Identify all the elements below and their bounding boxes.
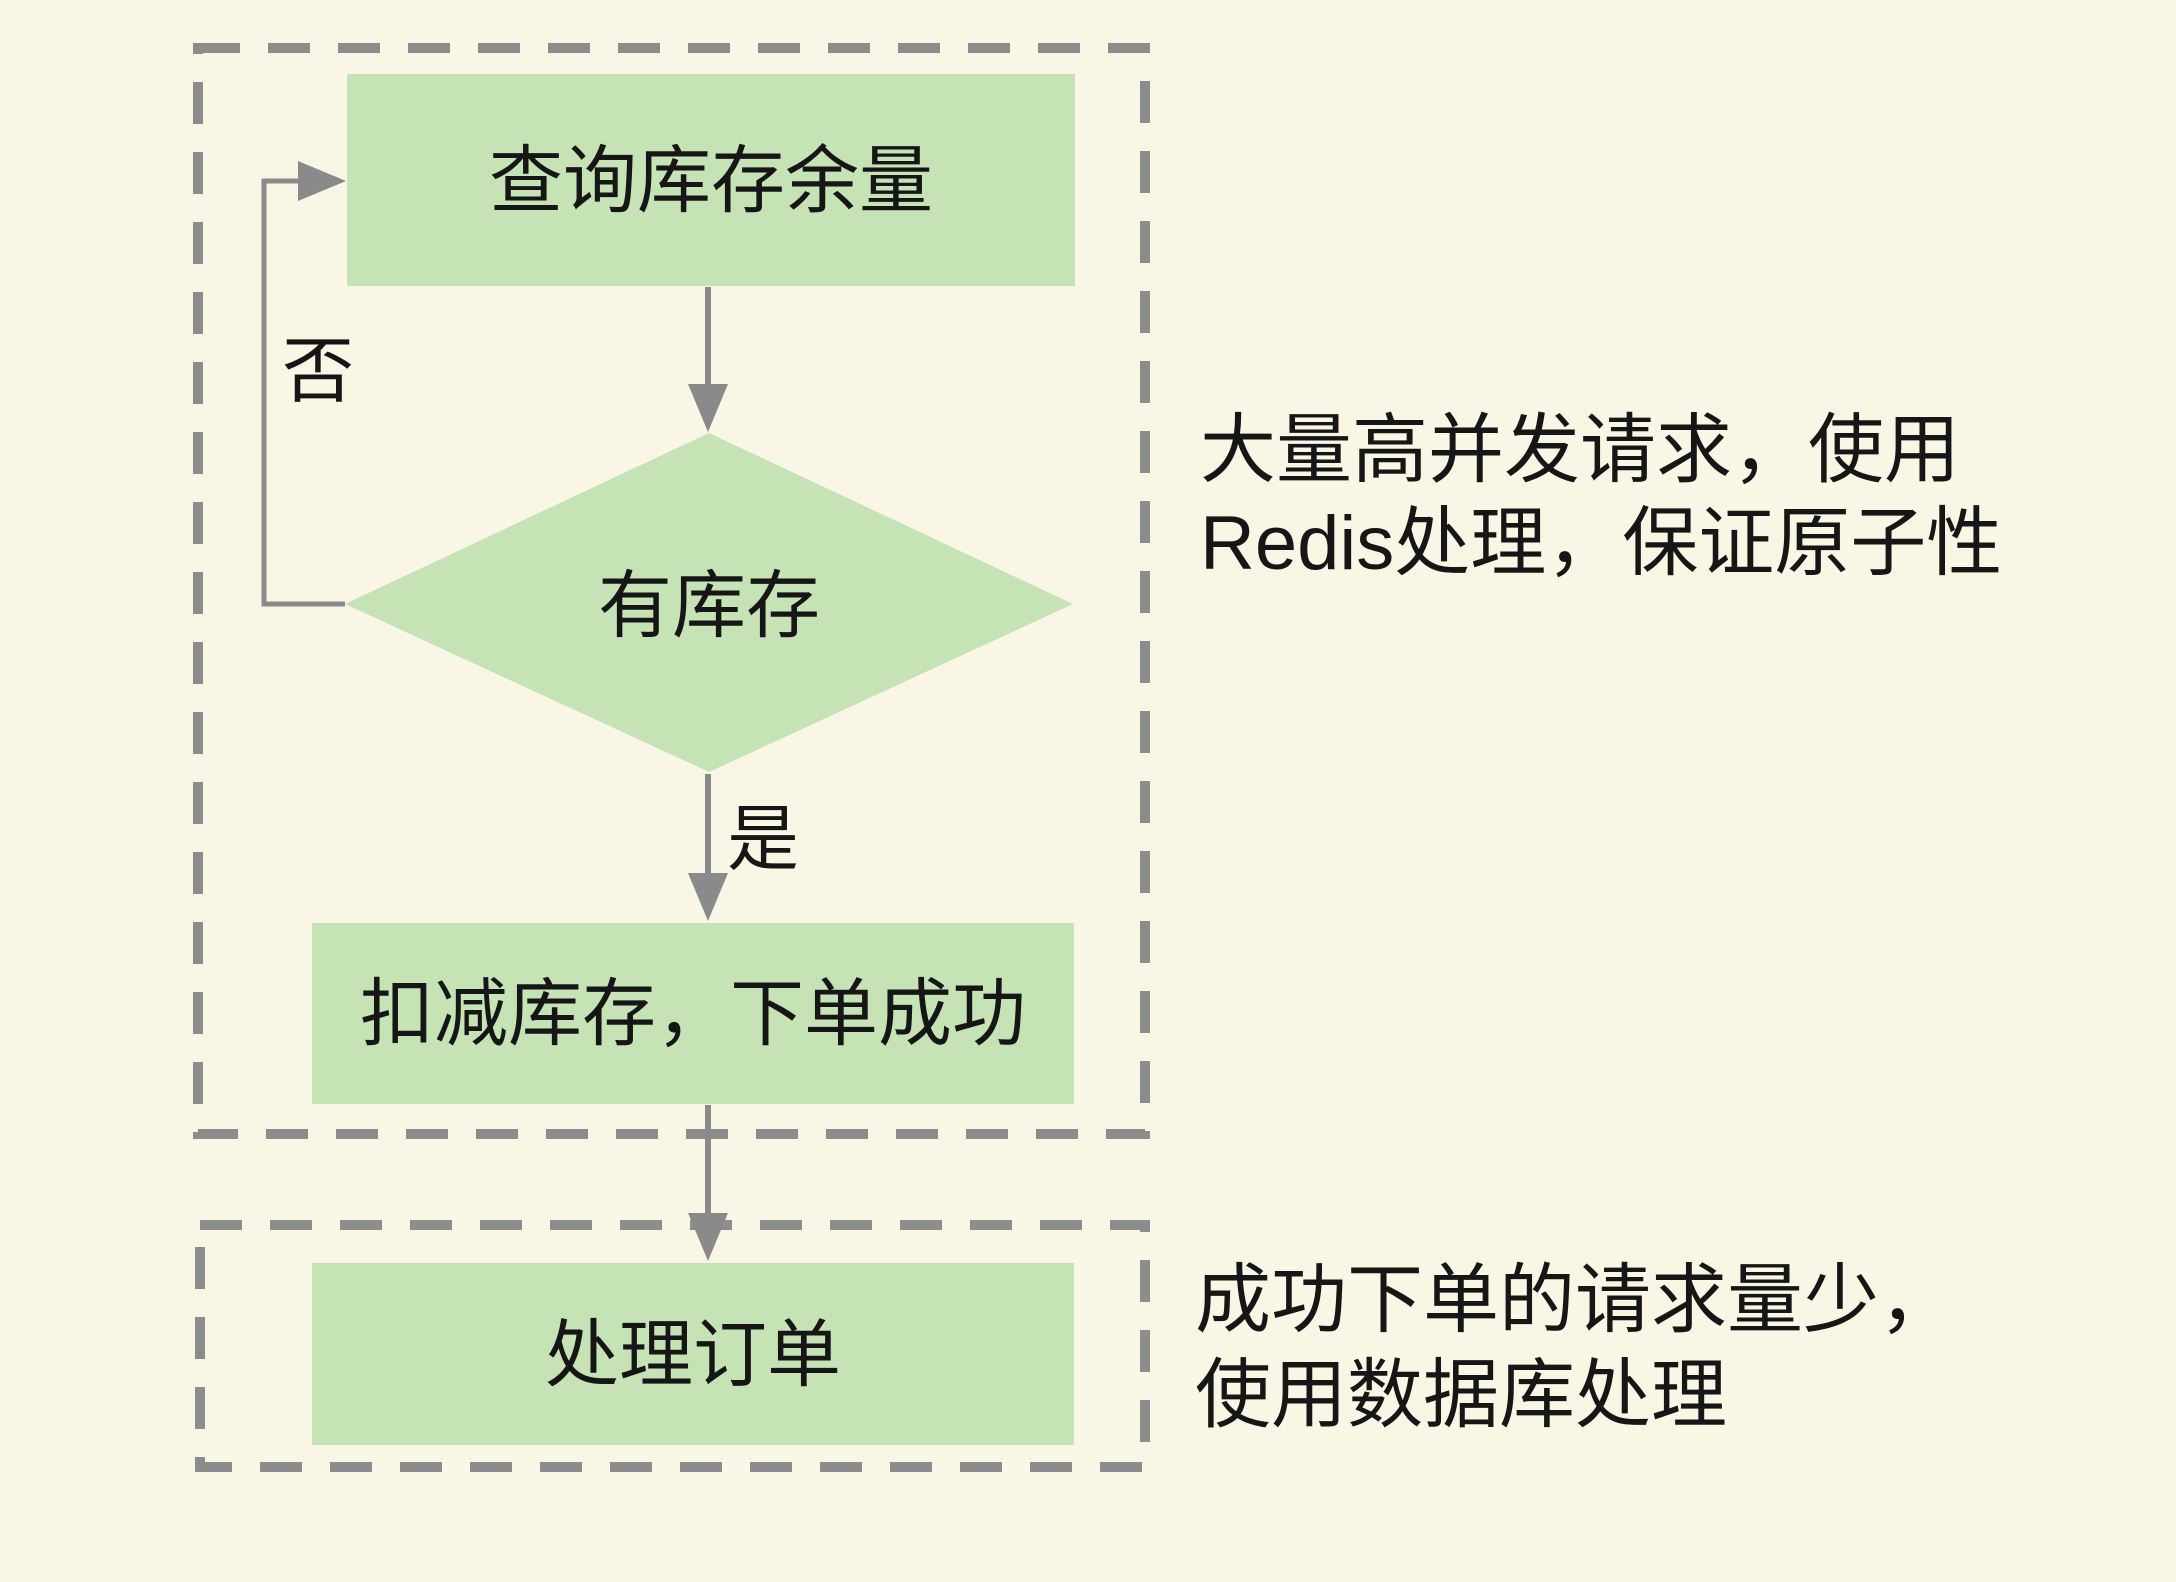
redis-annotation-line1: 大量高并发请求，使用 <box>1200 408 1960 493</box>
loop-no-branch-arrowhead <box>298 161 346 201</box>
arrow-deduct-to-process-head <box>688 1213 728 1261</box>
query-stock-label: 查询库存余量 <box>489 139 933 222</box>
database-annotation-line2: 使用数据库处理 <box>1195 1353 1727 1438</box>
database-annotation-line1: 成功下单的请求量少， <box>1195 1258 1955 1343</box>
yes-edge-label: 是 <box>727 800 799 880</box>
redis-section-dashed-box <box>193 43 1150 1139</box>
query-stock-node <box>347 74 1075 286</box>
arrow-decision-to-deduct-head <box>688 873 728 921</box>
process-order-node <box>312 1263 1074 1445</box>
has-stock-label: 有库存 <box>598 564 820 647</box>
database-section-dashed-box <box>195 1220 1150 1472</box>
redis-annotation-line2: Redis处理，保证原子性 <box>1200 501 2002 586</box>
loop-no-branch-line <box>261 178 345 607</box>
deduct-stock-node <box>312 923 1074 1104</box>
deduct-stock-label: 扣减库存，下单成功 <box>360 972 1026 1055</box>
has-stock-decision-node <box>345 433 1073 772</box>
arrow-query-to-decision-head <box>688 384 728 432</box>
no-edge-label: 否 <box>282 332 354 412</box>
process-order-label: 处理订单 <box>545 1313 841 1396</box>
